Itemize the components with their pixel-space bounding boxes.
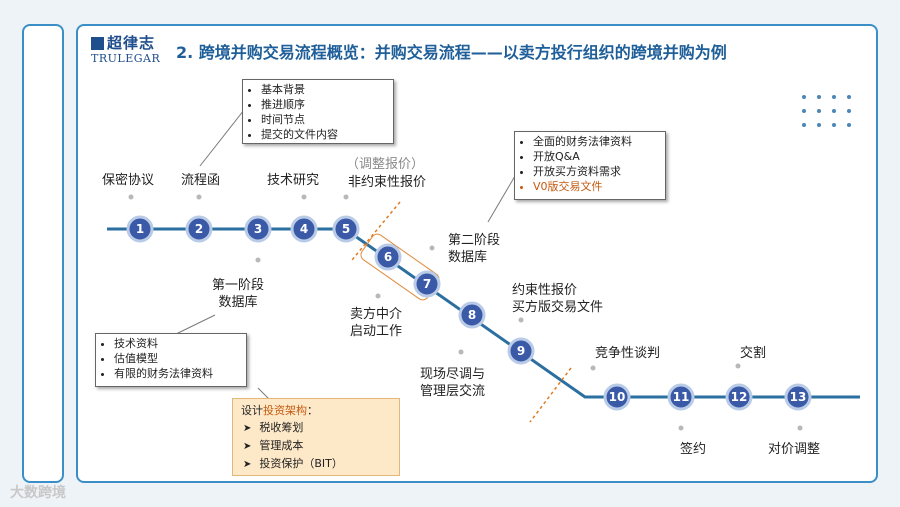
node-circles	[126, 215, 812, 411]
left-side-panel	[22, 24, 64, 483]
label-price-adjustment: 对价调整	[768, 442, 821, 457]
node-12: 12	[730, 390, 748, 404]
arrow-bullet-icon: ➤	[243, 459, 252, 470]
logo-mark-icon	[91, 36, 104, 50]
node-11: 11	[672, 390, 690, 404]
node-13: 13	[789, 390, 807, 404]
decorative-dots-icon	[802, 95, 852, 131]
node-5: 5	[341, 222, 351, 236]
node-8: 8	[467, 308, 477, 322]
label-signing: 签约	[680, 442, 707, 457]
process-letter-callout: 基本背景 推进顺序 时间节点 提交的文件内容	[242, 79, 394, 144]
node-6: 6	[383, 250, 393, 264]
label-closing: 交割	[740, 346, 767, 361]
node-7: 7	[422, 277, 432, 291]
watermark: 大数跨境	[10, 485, 66, 501]
label-process-letter: 流程函	[181, 173, 221, 188]
arrow-bullet-icon: ➤	[243, 441, 252, 452]
label-seller-intermediary: 卖方中介启动工作	[350, 307, 403, 339]
leader-dots	[128, 194, 803, 431]
label-nda: 保密协议	[102, 173, 155, 188]
investment-structure-note: 设计投资架构： ➤税收筹划 ➤管理成本 ➤投资保护（BIT）	[232, 398, 400, 476]
node-1: 1	[135, 222, 145, 236]
label-binding-bid: 约束性报价买方版交易文件	[512, 283, 604, 315]
label-tech-research: 技术研究	[267, 173, 320, 188]
slide-title: 2. 跨境并购交易流程概览：并购交易流程——以卖方投行组织的跨境并购为例	[176, 43, 727, 62]
logo: 超律志 TRULEGAR	[91, 34, 160, 66]
dashed-divider-2	[529, 367, 572, 423]
label-nonbinding-bid: 非约束性报价	[348, 175, 427, 190]
arrow-bullet-icon: ➤	[243, 423, 252, 434]
logo-cn-text: 超律志	[107, 34, 156, 52]
node-10: 10	[608, 390, 626, 404]
label-onsite-dd: 现场尽调与管理层交流	[420, 367, 486, 399]
dashed-divider-1	[351, 201, 401, 261]
phase1-dataroom-callout: 技术资料 估值模型 有限的财务法律资料	[95, 333, 247, 387]
node-9: 9	[516, 344, 526, 358]
label-phase2-dataroom: 第二阶段数据库	[448, 233, 501, 265]
phase2-dataroom-callout: 全面的财务法律资料 开放Q&A 开放买方资料需求 V0版交易文件	[514, 131, 666, 200]
node-4: 4	[299, 222, 309, 236]
node-3: 3	[253, 222, 263, 236]
label-competitive-negotiation: 竞争性谈判	[595, 346, 661, 361]
label-adjust-bid: （调整报价）	[346, 157, 425, 172]
node-2: 2	[194, 222, 204, 236]
logo-en-text: TRULEGAR	[91, 52, 161, 65]
label-phase1-dataroom: 第一阶段数据库	[212, 278, 265, 310]
